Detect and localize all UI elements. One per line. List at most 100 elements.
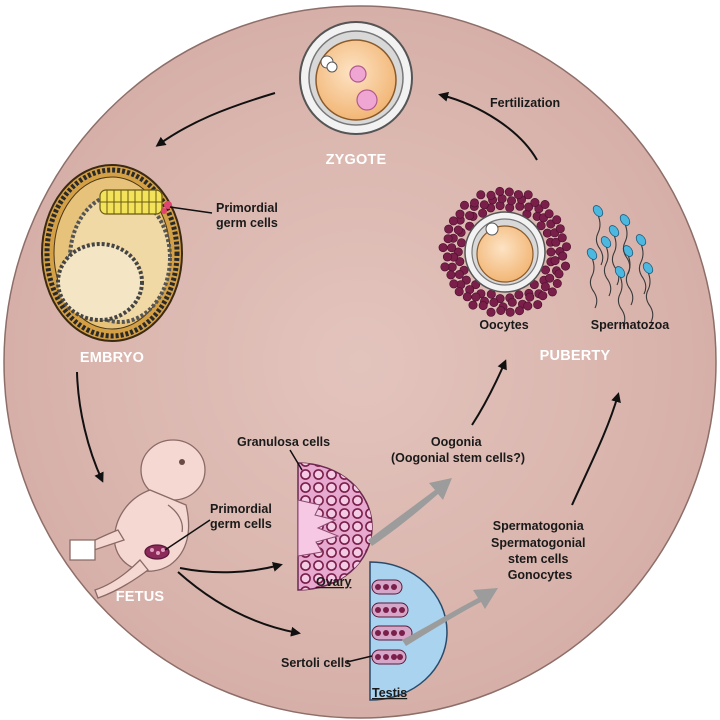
granulosa-cell <box>523 190 533 200</box>
granulosa-cell <box>476 190 486 200</box>
granulosa-cell <box>486 307 496 317</box>
granulosa-cell <box>471 292 481 302</box>
granulosa-cell <box>496 305 506 315</box>
testis-illustration <box>369 561 448 701</box>
granulosa-cell <box>448 216 458 226</box>
granulosa-cell <box>504 187 514 197</box>
stage-label-embryo: EMBRYO <box>80 350 144 366</box>
oogonia-label: Oogonia (Oogonial stem cells?) <box>391 435 525 465</box>
granulosa-cell <box>533 300 543 310</box>
oocytes-label: Oocytes <box>479 318 528 332</box>
pgc-fetus-line-2: germ cells <box>210 517 272 531</box>
granulosa-cell <box>550 256 560 266</box>
granulosa-cell <box>444 224 454 234</box>
testis-label: Testis <box>372 686 407 700</box>
granulosa-cell <box>545 273 555 283</box>
granulosa-cell <box>465 211 475 221</box>
granulosa-cell <box>507 297 517 307</box>
granulosa-label: Granulosa cells <box>237 435 330 449</box>
granulosa-cell <box>446 270 456 280</box>
zygote-illustration <box>299 21 413 135</box>
granulosa-cell <box>560 261 570 271</box>
spermatozoon <box>642 262 654 323</box>
granulosa-cell <box>552 215 562 225</box>
arrow-oogonia-to-oocytes <box>471 359 507 426</box>
pgc-fetus-label: Primordial germ cells <box>210 502 275 531</box>
granulosa-cell <box>456 238 466 248</box>
granulosa-cell <box>479 200 489 210</box>
granulosa-cell <box>540 200 550 210</box>
spermatogonia-line-4: Gonocytes <box>508 568 573 582</box>
granulosa-cell <box>551 237 561 247</box>
granulosa-cell <box>469 198 479 208</box>
spermatogonia-line-2: Spermatogonial <box>491 536 585 550</box>
arrow-embryo-to-fetus <box>76 371 104 483</box>
granulosa-cell <box>513 190 523 200</box>
granulosa-cell <box>547 287 557 297</box>
granulosa-cell <box>468 300 478 310</box>
granulosa-cell <box>495 186 505 196</box>
spermatozoon <box>608 225 620 286</box>
granulosa-cell <box>529 280 539 290</box>
granulosa-cell <box>514 290 524 300</box>
granulosa-cell <box>561 242 571 252</box>
granulosa-cell <box>506 196 516 206</box>
spermatozoon <box>586 248 598 309</box>
oogonia-line-1: Oogonia <box>431 435 483 449</box>
granulosa-cell <box>523 301 533 311</box>
granulosa-cell <box>462 292 472 302</box>
gray-arrow-ovary-to-oogonia <box>368 478 452 546</box>
granulosa-cell <box>538 291 548 301</box>
stage-label-fetus: FETUS <box>116 589 165 605</box>
arrow-zygote-to-embryo <box>155 92 276 147</box>
granulosa-cell <box>440 262 450 272</box>
spermatogonia-line-1: Spermatogonia <box>493 519 585 533</box>
spermatozoa-label: Spermatozoa <box>591 318 671 332</box>
granulosa-cell <box>557 233 567 243</box>
spermatozoon <box>619 214 631 275</box>
spermatogonia-line-3: stem cells <box>508 552 569 566</box>
granulosa-cell <box>454 269 464 279</box>
arrow-fetus-to-ovary <box>179 561 283 574</box>
granulosa-cell <box>555 224 565 234</box>
arrow-spermatogonia-to-puberty <box>571 392 621 506</box>
pgc-embryo-pointer <box>169 206 213 214</box>
granulosa-cell <box>455 257 465 267</box>
arrow-fetus-to-testis <box>177 571 301 637</box>
granulosa-cell <box>525 292 535 302</box>
granulosa-cell <box>459 200 469 210</box>
granulosa-cell <box>455 209 465 219</box>
granulosa-cell <box>442 252 452 262</box>
oogonia-line-2: (Oogonial stem cells?) <box>391 451 525 465</box>
spermatozoon <box>600 236 612 297</box>
spermatozoon <box>614 266 626 327</box>
granulosa-cell <box>478 208 488 218</box>
embryo-illustration <box>41 164 183 342</box>
stage-label-zygote: ZYGOTE <box>326 152 387 168</box>
granulosa-cell <box>530 198 540 208</box>
granulosa-cell <box>558 251 568 261</box>
sertoli-pointer <box>346 655 373 663</box>
spermatozoon <box>592 205 604 266</box>
oocyte-illustration <box>438 186 571 317</box>
granulosa-cell <box>454 287 464 297</box>
spermatozoon <box>635 234 647 295</box>
granulosa-cell <box>540 282 550 292</box>
granulosa-cell <box>438 243 448 253</box>
granulosa-cell <box>554 269 564 279</box>
granulosa-cell <box>544 209 554 219</box>
gray-arrow-testis-to-spermatogonia <box>402 588 498 646</box>
pgc-embryo-line-2: germ cells <box>216 216 278 230</box>
granulosa-cell <box>449 279 459 289</box>
granulosa-cell <box>546 247 556 257</box>
pgc-fetus-line-1: Primordial <box>210 502 272 516</box>
ovary-label: Ovary <box>316 575 351 589</box>
spermatogonia-label: Spermatogonia Spermatogonial stem cells … <box>491 519 589 582</box>
granulosa-cell <box>505 307 515 317</box>
granulosa-cell <box>486 190 496 200</box>
pgc-embryo-label: Primordial germ cells <box>216 201 281 230</box>
granulosa-cell <box>514 306 524 316</box>
granulosa-cell <box>552 278 562 288</box>
granulosa-cell <box>489 297 499 307</box>
ovary-illustration <box>297 462 373 591</box>
